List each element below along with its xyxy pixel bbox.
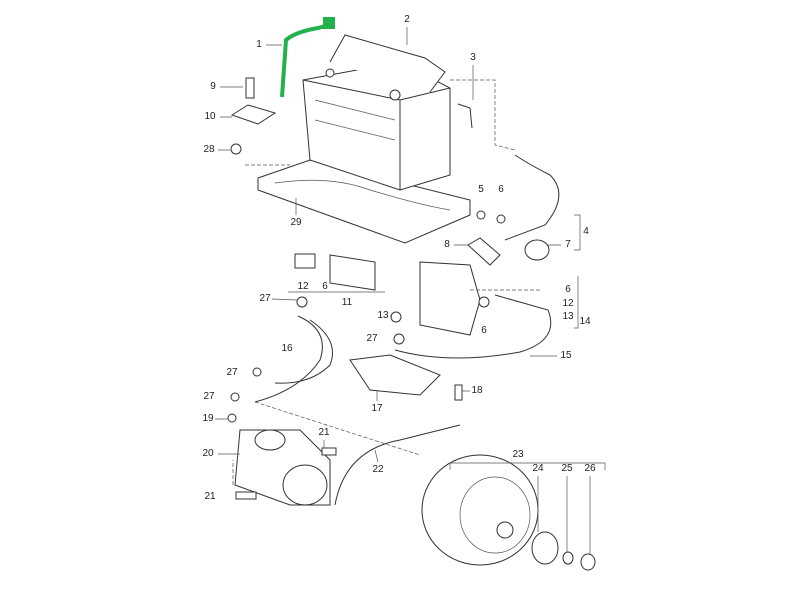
callout-20[interactable]: 20 xyxy=(202,448,214,459)
ground-cable[interactable] xyxy=(280,22,333,98)
pulley[interactable] xyxy=(531,531,559,565)
callout-27[interactable]: 27 xyxy=(366,333,378,344)
fuse-strip[interactable] xyxy=(329,254,376,291)
callout-22[interactable]: 22 xyxy=(372,464,384,475)
callout-16[interactable]: 16 xyxy=(281,343,293,354)
callout-18[interactable]: 18 xyxy=(471,385,483,396)
cover-7[interactable] xyxy=(524,239,550,261)
callout-26[interactable]: 26 xyxy=(584,463,596,474)
battery[interactable] xyxy=(302,34,451,191)
callout-25[interactable]: 25 xyxy=(561,463,573,474)
cable-terminal xyxy=(323,17,335,29)
callout-21[interactable]: 21 xyxy=(204,491,216,502)
callout-12[interactable]: 12 xyxy=(297,281,309,292)
label-plate[interactable] xyxy=(294,253,316,269)
pulley-nut[interactable] xyxy=(580,553,596,571)
callout-6[interactable]: 6 xyxy=(322,281,328,292)
bracket[interactable] xyxy=(349,354,441,396)
callout-13[interactable]: 13 xyxy=(377,310,389,321)
callout-11[interactable]: 11 xyxy=(341,297,353,308)
callout-2[interactable]: 2 xyxy=(404,14,410,25)
callout-17[interactable]: 17 xyxy=(371,403,383,414)
nut-6[interactable] xyxy=(496,214,506,224)
callout-27[interactable]: 27 xyxy=(203,391,215,402)
callout-4[interactable]: 4 xyxy=(583,226,589,237)
bolt[interactable] xyxy=(245,77,255,99)
callout-7[interactable]: 7 xyxy=(565,239,571,250)
starter-motor[interactable] xyxy=(234,429,331,506)
callout-6[interactable]: 6 xyxy=(498,184,504,195)
nut[interactable] xyxy=(230,143,242,155)
bolt-18[interactable] xyxy=(454,384,463,401)
callout-28[interactable]: 28 xyxy=(203,144,215,155)
callout-13[interactable]: 13 xyxy=(562,311,574,322)
callout-3[interactable]: 3 xyxy=(470,52,476,63)
fuse-carrier[interactable] xyxy=(419,261,481,336)
positive-cable[interactable] xyxy=(504,154,560,241)
cable-16[interactable] xyxy=(254,315,323,403)
alternator[interactable] xyxy=(421,454,539,566)
callout-5[interactable]: 5 xyxy=(478,184,484,195)
clamp[interactable] xyxy=(230,104,277,125)
callout-27[interactable]: 27 xyxy=(226,367,238,378)
callout-9[interactable]: 9 xyxy=(210,81,216,92)
callout-14[interactable]: 14 xyxy=(579,316,591,327)
callout-23[interactable]: 23 xyxy=(512,449,524,460)
callout-8[interactable]: 8 xyxy=(444,239,450,250)
callout-24[interactable]: 24 xyxy=(532,463,544,474)
callout-12[interactable]: 12 xyxy=(562,298,574,309)
elbow-connector[interactable] xyxy=(457,103,473,129)
washer[interactable] xyxy=(562,551,574,565)
gasket-8[interactable] xyxy=(467,237,501,266)
callout-6[interactable]: 6 xyxy=(565,284,571,295)
callout-21[interactable]: 21 xyxy=(318,427,330,438)
nut-5[interactable] xyxy=(476,210,486,220)
cable-22[interactable] xyxy=(334,424,461,506)
callout-27[interactable]: 27 xyxy=(259,293,271,304)
cable-15[interactable] xyxy=(394,294,552,359)
callout-1[interactable]: 1 xyxy=(256,39,262,50)
callout-10[interactable]: 10 xyxy=(204,111,216,122)
callout-15[interactable]: 15 xyxy=(560,350,572,361)
callout-19[interactable]: 19 xyxy=(202,413,214,424)
callout-6[interactable]: 6 xyxy=(481,325,487,336)
callout-29[interactable]: 29 xyxy=(290,217,302,228)
